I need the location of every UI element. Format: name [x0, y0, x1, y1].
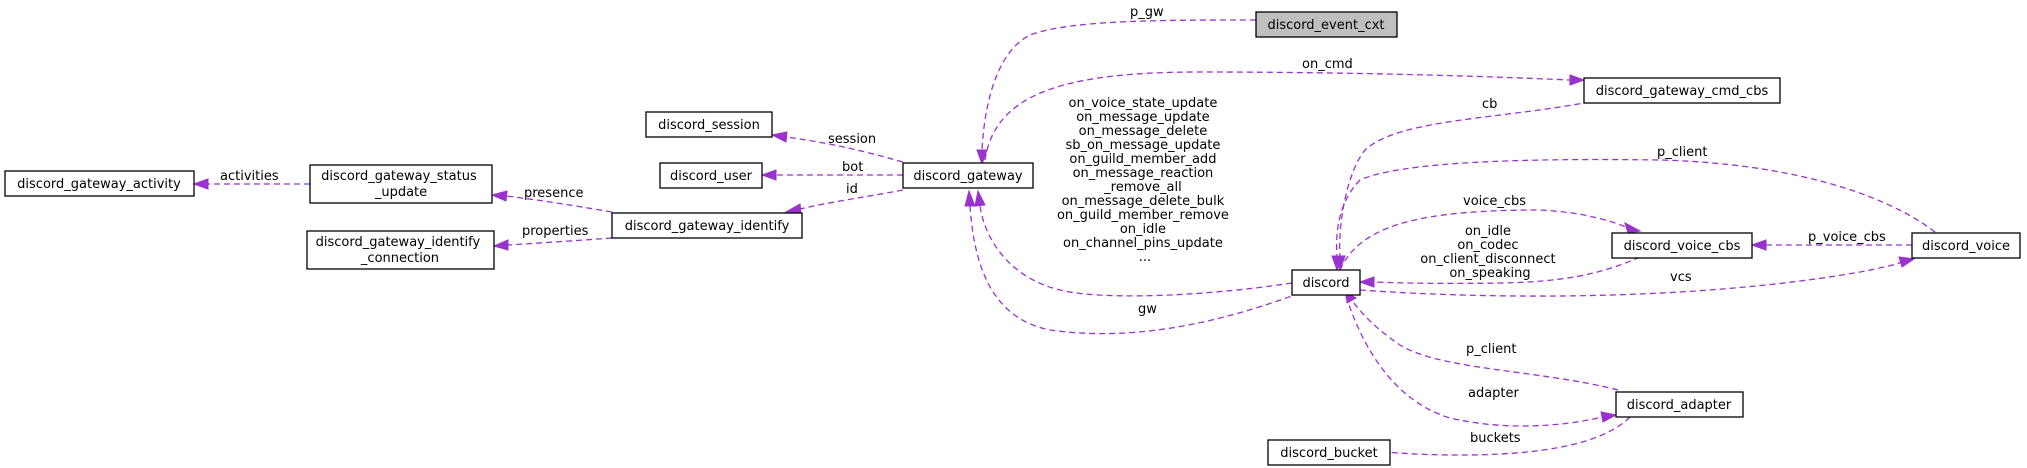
node-discord-gateway-status-update[interactable]: discord_gateway_status _update	[309, 164, 493, 204]
callback-line: on_idle	[1120, 222, 1166, 237]
node-label: discord_adapter	[1627, 398, 1732, 413]
node-label: discord_gateway_cmd_cbs	[1596, 84, 1769, 99]
edge-on-cmd: on_cmd	[984, 57, 1586, 161]
node-discord[interactable]: discord	[1291, 269, 1361, 296]
node-label-line: _update	[374, 185, 427, 200]
edge-label-properties: properties	[522, 224, 589, 239]
node-label: discord_gateway_status _update	[321, 169, 481, 200]
edge-label-p-client-voice: p_client	[1657, 145, 1707, 160]
edge-id: id	[784, 182, 904, 215]
edge-label-buckets: buckets	[1470, 431, 1521, 446]
node-label: discord_voice	[1922, 239, 2010, 254]
callback-line: on_message_delete	[1079, 124, 1208, 139]
edge-gateway-callbacks: on_voice_state_update on_message_update …	[974, 96, 1293, 297]
edge-label-p-voice-cbs: p_voice_cbs	[1808, 230, 1886, 245]
callback-line: on_message_update	[1076, 110, 1209, 125]
node-discord-gateway-identify[interactable]: discord_gateway_identify	[611, 212, 803, 239]
edge-bot: bot	[760, 160, 903, 181]
callback-line: on_codec	[1457, 238, 1518, 253]
edge-label-activities: activities	[220, 169, 279, 184]
node-discord-gateway-cmd-cbs[interactable]: discord_gateway_cmd_cbs	[1583, 77, 1781, 104]
node-label-line: discord_gateway_identify	[316, 235, 481, 250]
node-label-line: _connection	[360, 251, 439, 266]
node-discord-bucket[interactable]: discord_bucket	[1267, 439, 1391, 466]
edge-p-client-voice: p_client	[1331, 145, 1936, 272]
edge-session: session	[770, 131, 904, 163]
node-discord-event-cxt[interactable]: discord_event_cxt	[1255, 11, 1398, 38]
edge-label-p-gw: p_gw	[1130, 5, 1164, 20]
edge-label-presence: presence	[524, 186, 583, 201]
edge-label-voice-cbs: voice_cbs	[1463, 194, 1526, 209]
node-discord-gateway-identify-connection[interactable]: discord_gateway_identify _connection	[306, 230, 495, 270]
node-label: discord_event_cxt	[1267, 18, 1384, 33]
node-label: discord_gateway_identify	[625, 219, 790, 234]
callback-line: on_guild_member_remove	[1057, 208, 1229, 223]
edge-gw: gw	[964, 189, 1301, 335]
node-label: discord_gateway_identify _connection	[316, 235, 485, 266]
node-label: discord_user	[670, 169, 753, 184]
node-label: discord_gateway_activity	[17, 177, 181, 192]
node-label: discord_voice_cbs	[1624, 239, 1741, 254]
edge-presence: presence	[490, 186, 613, 213]
edge-label-voice-callbacks: on_idle on_codec on_client_disconnect on…	[1420, 224, 1560, 281]
node-label-line: discord_gateway_status	[321, 169, 477, 184]
callback-line: on_client_disconnect	[1420, 252, 1555, 267]
edge-label-cb: cb	[1482, 97, 1497, 112]
node-discord-gateway-activity[interactable]: discord_gateway_activity	[4, 170, 195, 197]
edge-adapter: adapter	[1345, 295, 1618, 427]
edge-label-session: session	[828, 132, 876, 147]
edge-buckets: buckets	[1368, 416, 1631, 458]
callback-line: on_voice_state_update	[1069, 96, 1218, 111]
callback-line: sb_on_message_update	[1065, 138, 1220, 153]
edge-voice-cbs: voice_cbs	[1339, 194, 1642, 271]
node-label: discord_session	[658, 118, 760, 133]
node-discord-gateway[interactable]: discord_gateway	[902, 162, 1034, 189]
callback-line: on_speaking	[1449, 266, 1530, 281]
edge-label-adapter: adapter	[1468, 386, 1520, 401]
node-label: discord_bucket	[1280, 446, 1377, 461]
callback-line: on_idle	[1465, 224, 1511, 239]
edge-voice-callbacks: on_idle on_codec on_client_disconnect on…	[1358, 224, 1641, 288]
node-discord-session[interactable]: discord_session	[645, 111, 773, 138]
node-label: discord_gateway	[913, 169, 1023, 184]
callback-line: ...	[1139, 250, 1151, 265]
node-discord-voice-cbs[interactable]: discord_voice_cbs	[1611, 232, 1753, 259]
edge-p-client-adapter: p_client	[1345, 291, 1619, 391]
node-label: discord	[1302, 276, 1349, 291]
edge-properties: properties	[492, 224, 613, 251]
callback-line: on_guild_member_add	[1069, 152, 1216, 167]
edge-label-gateway-callbacks: on_voice_state_update on_message_update …	[1057, 96, 1233, 265]
callback-line: on_channel_pins_update	[1063, 236, 1223, 251]
callback-line: on_message_delete_bulk	[1062, 194, 1225, 209]
edge-label-vcs: vcs	[1670, 270, 1692, 285]
edge-vcs: vcs	[1359, 256, 1916, 297]
callback-line: on_message_reaction	[1073, 166, 1214, 181]
edge-p-voice-cbs: p_voice_cbs	[1750, 230, 1912, 251]
edge-label-id: id	[846, 182, 858, 197]
edge-p-gw: p_gw	[976, 5, 1257, 166]
edge-label-gw: gw	[1138, 302, 1157, 317]
callback-line: _remove_all	[1103, 180, 1182, 195]
edge-label-p-client-adapter: p_client	[1466, 342, 1516, 357]
node-discord-adapter[interactable]: discord_adapter	[1615, 391, 1744, 418]
edge-label-on-cmd: on_cmd	[1302, 57, 1353, 72]
node-discord-voice[interactable]: discord_voice	[1911, 232, 2021, 259]
edge-activities: activities	[192, 169, 310, 190]
node-discord-user[interactable]: discord_user	[659, 162, 763, 189]
edge-label-bot: bot	[842, 160, 863, 175]
